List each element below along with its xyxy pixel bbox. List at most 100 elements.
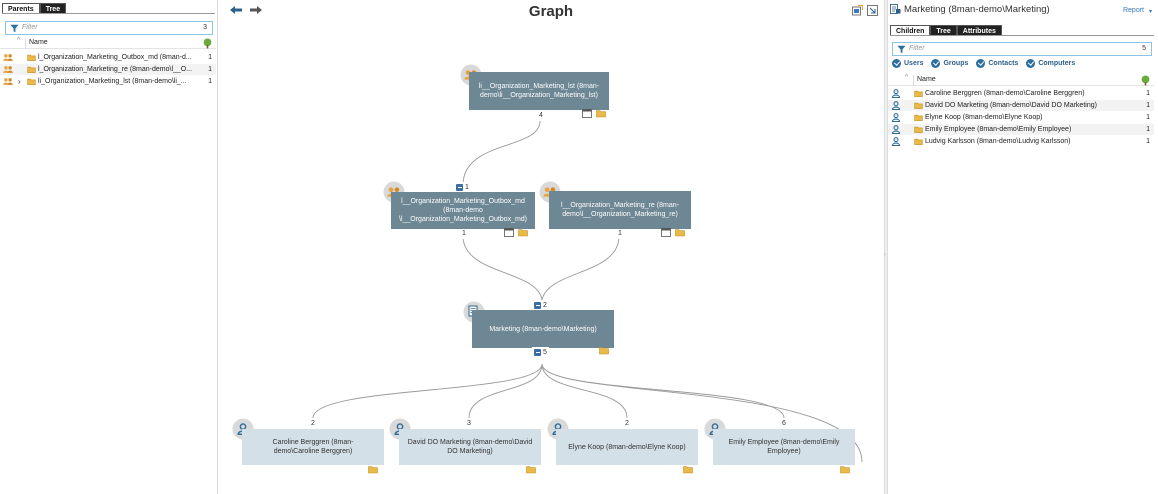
window-icon[interactable] xyxy=(661,228,671,237)
name-column-header[interactable]: Name xyxy=(29,39,48,46)
children-count: 5 xyxy=(543,348,547,356)
node-count-badge: 2 xyxy=(622,419,632,429)
chip-users[interactable]: Users xyxy=(892,58,924,68)
forward-arrow-icon[interactable] xyxy=(249,5,263,15)
folder-icon[interactable] xyxy=(526,465,536,474)
graph-node-lst[interactable]: li__Organization_Marketing_lst (8man-dem… xyxy=(469,72,609,110)
graph-node-marketing[interactable]: Marketing (8man-demo\Marketing) xyxy=(472,310,614,348)
chip-computers[interactable]: Computers xyxy=(1026,58,1075,68)
name-column-header[interactable]: Name xyxy=(917,76,936,83)
back-arrow-icon[interactable] xyxy=(229,5,243,15)
filter-count: 3 xyxy=(203,24,207,31)
list-item-name: Elyne Koop (8man-demo\Elyne Koop) xyxy=(925,114,1043,121)
list-item[interactable]: › li_Organization_Marketing_lst (8man-de… xyxy=(0,76,216,87)
list-item-count: 1 xyxy=(208,78,212,85)
list-item-name: Ludvig Karlsson (8man-demo\Ludvig Karlss… xyxy=(925,138,1071,145)
folder-icon xyxy=(914,90,923,97)
list-item-name: l_Organization_Marketing_re (8man-demo\l… xyxy=(38,66,193,73)
node-count-badge: 1 xyxy=(459,229,469,239)
collapse-count: 1 xyxy=(465,183,469,191)
chevron-right-icon[interactable]: › xyxy=(18,77,21,86)
parents-collapse-toggle[interactable]: 2 xyxy=(532,300,549,310)
user-icon xyxy=(891,137,901,146)
list-item-count: 1 xyxy=(1146,102,1150,109)
graph-node-elyne[interactable]: Elyne Koop (8man-demo\Elyne Koop) xyxy=(556,429,698,465)
user-icon xyxy=(891,113,901,122)
export-image-icon[interactable] xyxy=(852,5,863,16)
node-label: David DO Marketing (8man-demo\David DO M… xyxy=(407,439,533,455)
folder-icon[interactable] xyxy=(368,465,378,474)
fit-view-icon[interactable] xyxy=(867,5,878,16)
node-count-badge: 2 xyxy=(308,419,318,429)
splitter-grip-icon: › xyxy=(884,252,886,258)
chip-label: Contacts xyxy=(988,59,1019,67)
folder-icon[interactable] xyxy=(683,465,693,474)
panel-splitter[interactable]: › xyxy=(884,0,888,494)
tree-icon[interactable] xyxy=(1140,75,1151,86)
sort-column-header[interactable] xyxy=(902,74,914,86)
sort-column-header[interactable] xyxy=(14,37,26,49)
filter-input[interactable]: Filter 5 xyxy=(892,42,1152,56)
graph-node-outbox[interactable]: l__Organization_Marketing_Outbox_md (8ma… xyxy=(391,192,535,229)
list-item-name: l_Organization_Marketing_Outbox_md (8man… xyxy=(38,54,192,61)
chip-groups[interactable]: Groups xyxy=(931,58,968,68)
minus-icon xyxy=(534,301,541,309)
filter-placeholder: Filter xyxy=(909,45,925,52)
tab-divider xyxy=(2,13,215,14)
check-icon xyxy=(976,58,986,68)
graph-node-emily[interactable]: Emily Employee (8man-demo\Emily Employee… xyxy=(713,429,855,465)
window-icon[interactable] xyxy=(504,228,514,237)
list-item[interactable]: David DO Marketing (8man-demo\David DO M… xyxy=(888,100,1154,111)
list-item[interactable]: Caroline Berggren (8man-demo\Caroline Be… xyxy=(888,88,1154,99)
graph-canvas[interactable]: Graph li__Organization_Marketing_lst (8m… xyxy=(218,0,884,494)
type-filter-chips: Users Groups Contacts Computers xyxy=(892,56,1075,70)
list-item-count: 1 xyxy=(1146,90,1150,97)
parents-count: 2 xyxy=(543,301,547,309)
list-item[interactable]: l_Organization_Marketing_re (8man-demo\l… xyxy=(0,64,216,75)
node-label: Marketing (8man-demo\Marketing) xyxy=(489,325,597,333)
list-item[interactable]: l_Organization_Marketing_Outbox_md (8man… xyxy=(0,52,216,63)
node-count-badge: 1 xyxy=(615,229,625,239)
edge-marketing-caroline xyxy=(312,363,543,419)
filter-input[interactable]: Filter 3 xyxy=(5,21,213,35)
user-icon xyxy=(891,101,901,110)
chevron-down-icon[interactable]: ▾ xyxy=(1148,9,1152,15)
grid-header: Name xyxy=(888,74,1154,86)
filter-placeholder: Filter xyxy=(22,24,38,31)
edge-marketing-david xyxy=(468,363,543,419)
children-collapse-toggle[interactable]: 5 xyxy=(532,347,549,357)
list-item-name: Caroline Berggren (8man-demo\Caroline Be… xyxy=(925,90,1085,97)
graph-node-david[interactable]: David DO Marketing (8man-demo\David DO M… xyxy=(399,429,541,465)
graph-node-re[interactable]: l__Organization_Marketing_re (8man-demo\… xyxy=(549,191,691,229)
chip-contacts[interactable]: Contacts xyxy=(976,58,1019,68)
edge-re-marketing xyxy=(541,235,620,301)
window-icon[interactable] xyxy=(582,109,592,118)
folder-icon xyxy=(914,126,923,133)
folder-icon[interactable] xyxy=(840,465,850,474)
graph-node-caroline[interactable]: Caroline Berggren (8man-demo\Caroline Be… xyxy=(242,429,384,465)
edge-outbox-marketing xyxy=(462,235,543,301)
check-icon xyxy=(1026,58,1036,68)
group-icon xyxy=(3,53,13,62)
folder-icon[interactable] xyxy=(518,228,528,237)
list-item[interactable]: Ludvig Karlsson (8man-demo\Ludvig Karlss… xyxy=(888,136,1154,147)
filter-count: 5 xyxy=(1142,45,1146,52)
minus-icon xyxy=(534,348,541,356)
tree-icon[interactable] xyxy=(202,38,213,49)
details-panel: Marketing (8man-demo\Marketing) Report ▾… xyxy=(888,0,1158,494)
list-item-name: Emily Employee (8man-demo\Emily Employee… xyxy=(925,126,1072,133)
folder-icon[interactable] xyxy=(596,109,606,118)
folder-icon[interactable] xyxy=(599,346,609,355)
list-item-count: 1 xyxy=(208,66,212,73)
chip-label: Users xyxy=(904,59,924,67)
folder-icon[interactable] xyxy=(675,228,685,237)
collapse-toggle[interactable]: 1 xyxy=(454,182,471,192)
node-count-badge: 4 xyxy=(536,111,546,121)
list-item-count: 1 xyxy=(208,54,212,61)
list-item-count: 1 xyxy=(1146,114,1150,121)
list-item-count: 1 xyxy=(1146,138,1150,145)
check-icon xyxy=(892,58,901,68)
report-menu[interactable]: Report xyxy=(1122,7,1144,14)
list-item[interactable]: Emily Employee (8man-demo\Emily Employee… xyxy=(888,124,1154,135)
list-item[interactable]: Elyne Koop (8man-demo\Elyne Koop) 1 xyxy=(888,112,1154,123)
